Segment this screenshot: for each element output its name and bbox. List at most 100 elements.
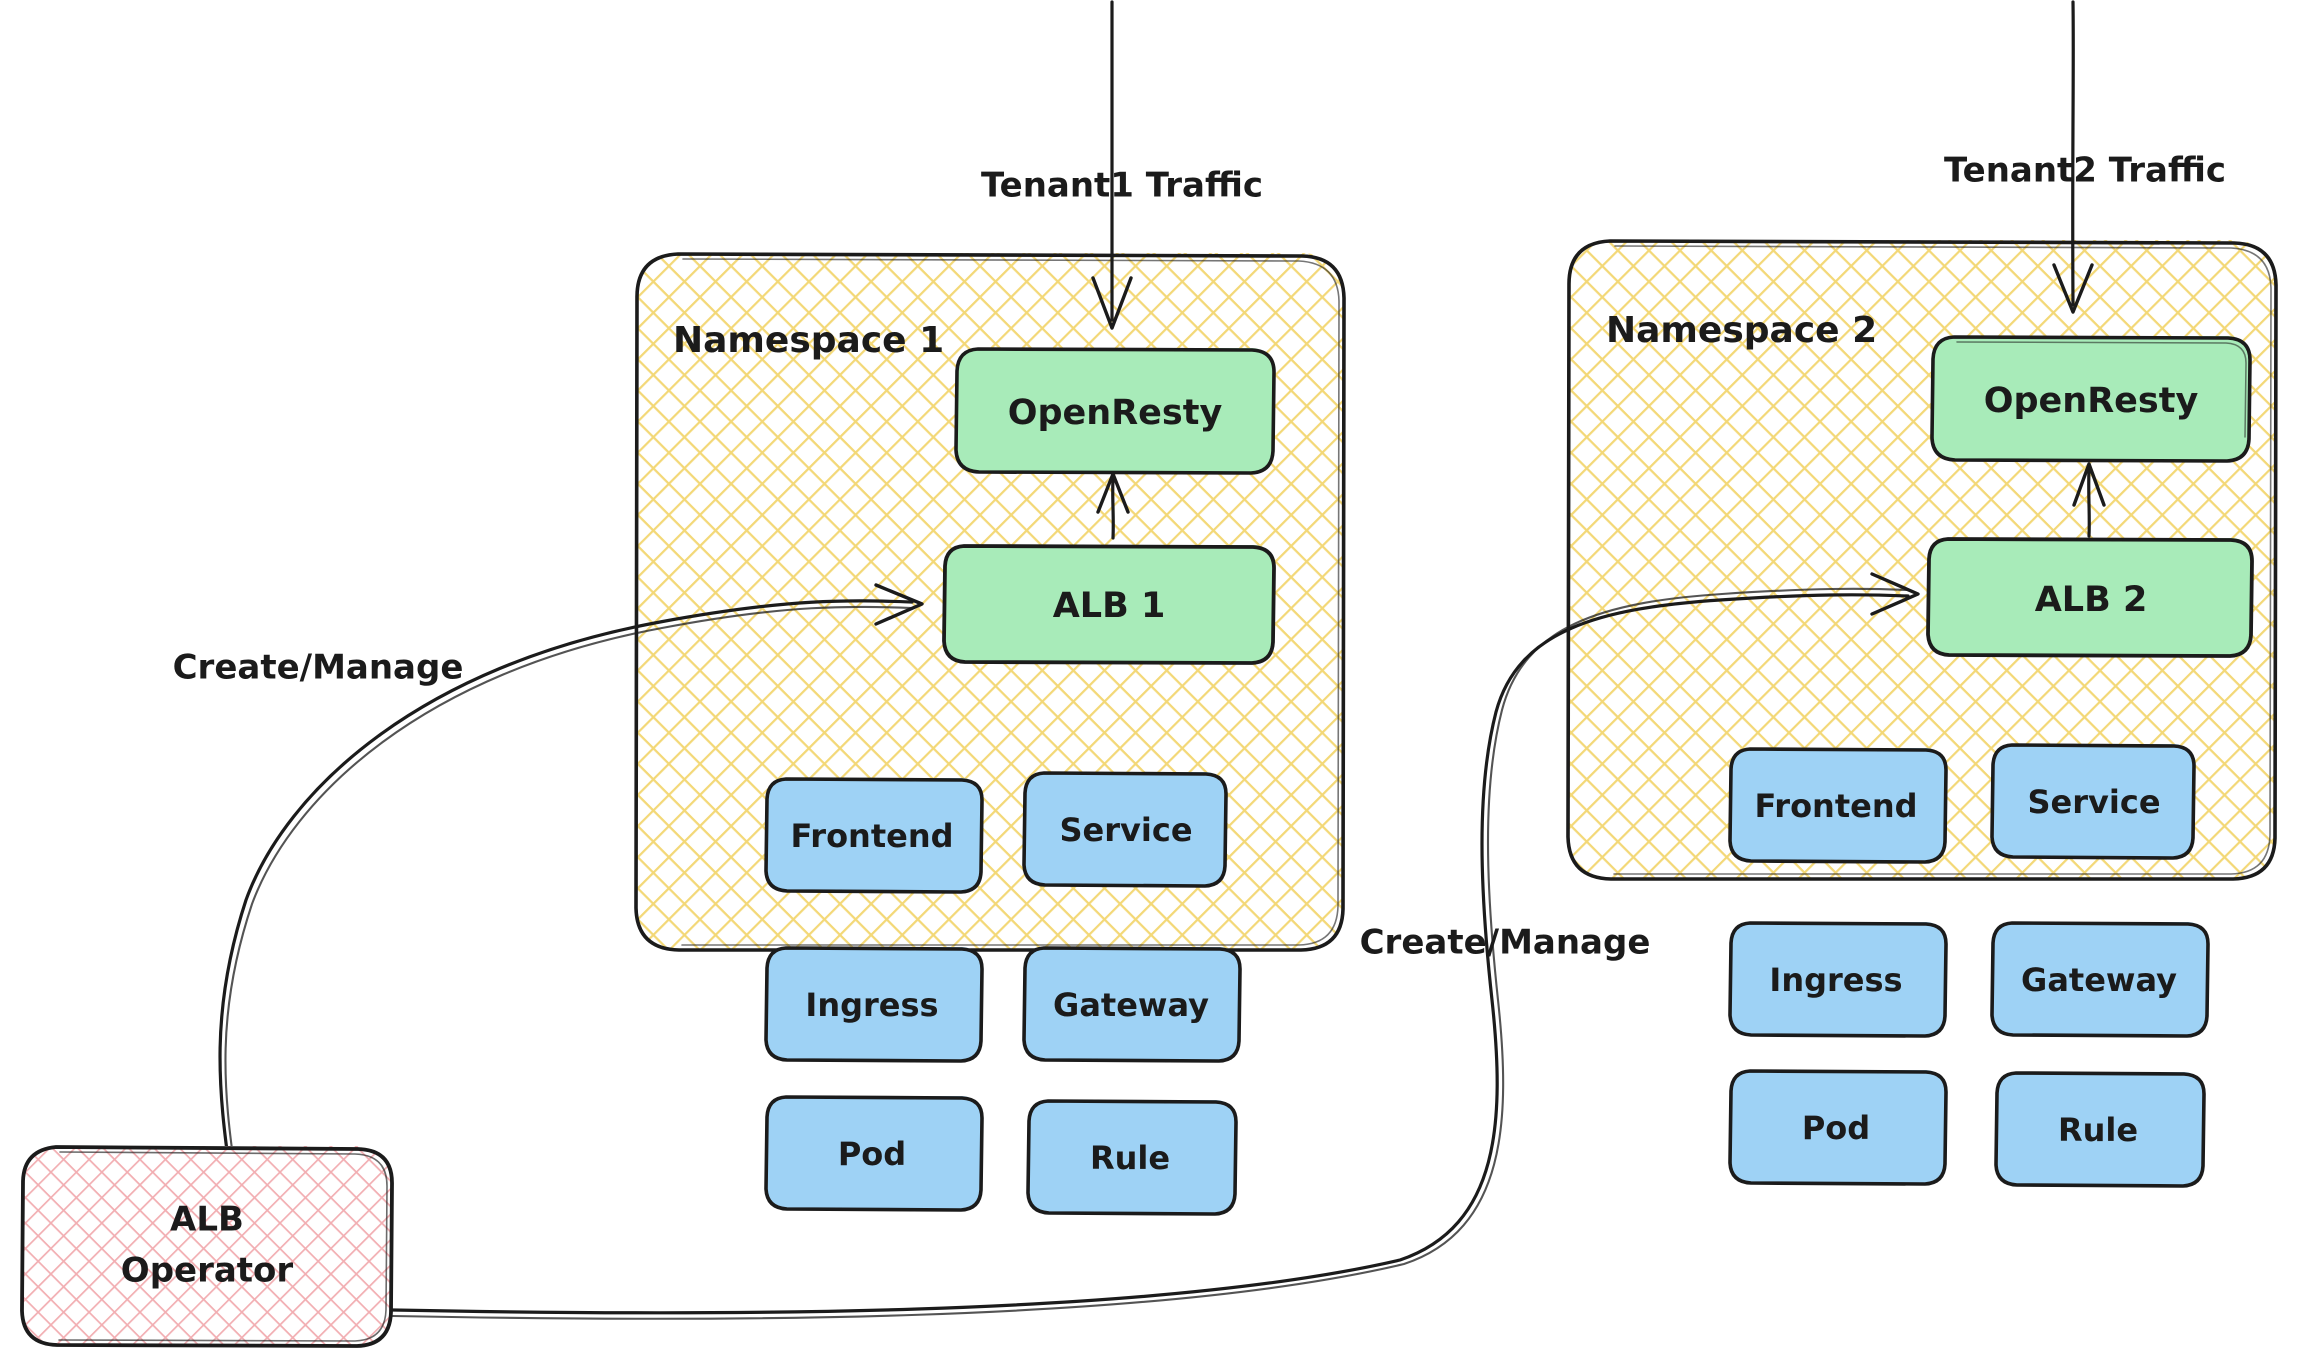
ns1-resource-ingress[interactable]: Ingress <box>764 946 984 1063</box>
tenant2-arrow-head-icon <box>2052 263 2094 314</box>
ns1-alb-to-openresty-edge <box>1096 472 1130 540</box>
ns2-resource-frontend[interactable]: Frontend <box>1728 747 1948 864</box>
alb-operator-fill <box>22 1146 392 1346</box>
ns2-openresty-fill <box>1932 336 2250 461</box>
ns2-resource-rule[interactable]: Rule <box>1994 1071 2206 1188</box>
ns1-gateway-label: Gateway <box>1053 986 1209 1024</box>
ns2-frontend-border <box>1728 747 1948 864</box>
ns1-service-fill <box>1024 772 1226 886</box>
tenant1-arrow-head-icon <box>1091 276 1133 330</box>
operator-alb1-line <box>218 599 914 1182</box>
ns2-pod-fill <box>1730 1070 1946 1184</box>
ns1-service-border <box>1022 771 1228 888</box>
alb-operator-label-line1: ALB <box>170 1200 244 1240</box>
namespace-2-border <box>1566 239 2278 881</box>
operator-alb1-label: Create/Manage <box>173 648 464 688</box>
ns1-alb-node[interactable]: ALB 1 <box>942 544 1276 665</box>
ns1-openresty-node[interactable]: OpenResty <box>954 347 1276 475</box>
namespace-1-border-inner <box>681 258 1340 946</box>
operator-alb2-line-2 <box>391 587 1910 1320</box>
ns1-rule-label: Rule <box>1090 1139 1170 1177</box>
ns2-ingress-fill <box>1730 922 1946 1036</box>
ns2-resource-pod[interactable]: Pod <box>1728 1069 1948 1186</box>
namespace-1-label: Namespace 1 <box>673 320 944 361</box>
ns2-rule-fill <box>1996 1072 2204 1186</box>
tenant1-traffic-label: Tenant1 Traffic <box>981 166 1263 206</box>
namespace-2-label: Namespace 2 <box>1606 310 1877 351</box>
ns1-rule-border <box>1026 1099 1238 1216</box>
operator-alb2-label: Create/Manage <box>1360 923 1651 963</box>
ns2-resources: Frontend Service Ingress Gateway Pod <box>1728 743 2210 1188</box>
ns2-alb-label: ALB 2 <box>2035 580 2148 620</box>
ns2-service-label: Service <box>2027 783 2160 821</box>
ns1-frontend-fill <box>766 778 982 892</box>
operator-alb2-arrow-icon <box>1870 572 1920 616</box>
ns1-pod-label: Pod <box>838 1135 906 1173</box>
namespace-2-border-inner <box>1613 245 2272 875</box>
ns2-frontend-fill <box>1730 748 1946 862</box>
ns1-ingress-fill <box>766 947 982 1061</box>
ns2-ingress-border <box>1728 921 1948 1038</box>
alb-operator-border <box>20 1145 394 1348</box>
alb-operator-node[interactable]: ALB Operator <box>20 1145 394 1348</box>
ns2-resource-service[interactable]: Service <box>1990 743 2196 860</box>
ns2-openresty-node[interactable]: OpenResty <box>1930 335 2252 463</box>
ns2-pod-label: Pod <box>1802 1109 1870 1147</box>
operator-alb2-line <box>391 593 1910 1315</box>
ns2-alb-openresty-arrow-icon <box>2072 462 2106 507</box>
operator-alb1-line-2 <box>224 605 914 1180</box>
ns1-rule-fill <box>1028 1100 1236 1214</box>
ns2-alb-to-openresty-edge <box>2072 462 2106 538</box>
ns2-alb-openresty-line <box>2087 466 2091 538</box>
ns2-alb-border <box>1926 537 2254 658</box>
ns1-pod-border <box>764 1095 984 1212</box>
alb-operator-border-inner <box>58 1151 388 1342</box>
tenant2-traffic-edge: Tenant2 Traffic <box>1944 0 2226 314</box>
ns2-alb-fill <box>1928 538 2252 656</box>
ns1-frontend-label: Frontend <box>790 817 953 855</box>
ns2-frontend-label: Frontend <box>1754 787 1917 825</box>
ns1-alb-label: ALB 1 <box>1053 586 1166 626</box>
ns1-resource-rule[interactable]: Rule <box>1026 1099 1238 1216</box>
operator-to-alb1-edge: Create/Manage <box>173 583 924 1182</box>
ns2-gateway-border <box>1990 921 2210 1038</box>
ns2-resource-gateway[interactable]: Gateway <box>1990 921 2210 1038</box>
ns1-resources: Frontend Service Ingress Gateway Pod <box>764 771 1242 1216</box>
ns1-frontend-border <box>764 777 984 894</box>
ns1-service-label: Service <box>1059 811 1192 849</box>
ns2-gateway-label: Gateway <box>2021 961 2177 999</box>
ns2-alb-node[interactable]: ALB 2 <box>1926 537 2254 658</box>
ns2-rule-border <box>1994 1071 2206 1188</box>
ns1-gateway-border <box>1022 946 1242 1063</box>
ns1-pod-fill <box>766 1096 982 1210</box>
ns1-alb-border <box>942 544 1276 665</box>
ns1-alb-openresty-line <box>1111 477 1115 540</box>
ns2-service-fill <box>1992 744 2194 858</box>
tenant1-traffic-edge: Tenant1 Traffic <box>981 0 1263 330</box>
namespace-1-border <box>634 252 1346 952</box>
ns2-openresty-label: OpenResty <box>1984 381 2199 421</box>
tenant2-traffic-label: Tenant2 Traffic <box>1944 151 2226 191</box>
operator-alb1-arrow-icon <box>874 583 924 626</box>
ns2-openresty-border <box>1930 335 2252 463</box>
ns1-openresty-fill <box>956 348 1274 473</box>
operator-to-alb2-edge: Create/Manage <box>391 572 1920 1320</box>
tenant1-traffic-line <box>1110 0 1114 322</box>
ns2-resource-ingress[interactable]: Ingress <box>1728 921 1948 1038</box>
alb-operator-label-line2: Operator <box>121 1251 294 1291</box>
ns1-alb-fill <box>944 545 1274 663</box>
ns1-resource-service[interactable]: Service <box>1022 771 1228 888</box>
ns1-gateway-fill <box>1024 947 1240 1061</box>
ns2-ingress-label: Ingress <box>1769 961 1902 999</box>
ns1-openresty-label: OpenResty <box>1008 393 1223 433</box>
ns1-resource-pod[interactable]: Pod <box>764 1095 984 1212</box>
ns1-resource-gateway[interactable]: Gateway <box>1022 946 1242 1063</box>
ns2-pod-border <box>1728 1069 1948 1186</box>
ns2-rule-label: Rule <box>2058 1111 2138 1149</box>
ns1-ingress-label: Ingress <box>805 986 938 1024</box>
tenant2-traffic-line <box>2071 0 2075 307</box>
ns2-gateway-fill <box>1992 922 2208 1036</box>
ns1-resource-frontend[interactable]: Frontend <box>764 777 984 894</box>
